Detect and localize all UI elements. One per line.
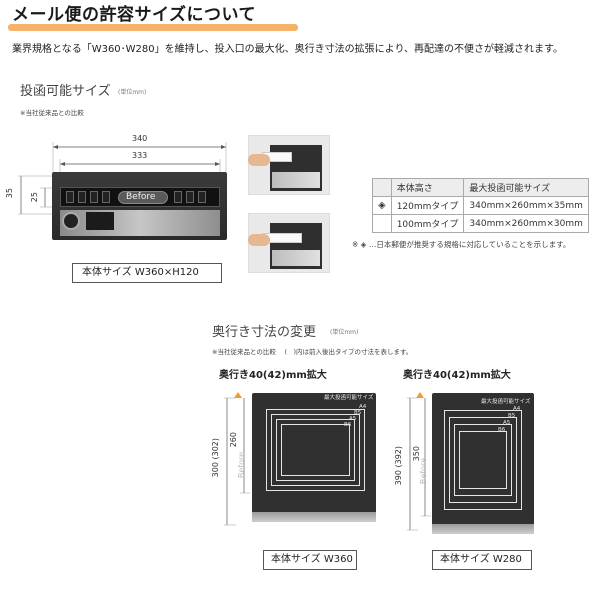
intro-text: 業界規格となる「W360･W280」を維持し、投入口の最大化、奥行き寸法の拡張に… bbox=[12, 44, 564, 55]
depth-dim-outer: 300 (302) bbox=[211, 438, 220, 478]
dim-height-inner: 25 bbox=[30, 192, 39, 203]
table-cell-size: 340mm×260mm×30mm bbox=[463, 214, 589, 233]
section1-unit: (単位mm) bbox=[118, 89, 147, 96]
table-note-text: …日本郵便が推奨する規格に対応していることを示します。 bbox=[368, 240, 571, 249]
size-label: A5 bbox=[349, 416, 357, 422]
mail-envelope-icon: ◈ bbox=[372, 196, 392, 215]
size-label: B6 bbox=[344, 422, 352, 428]
dim-height: 35 bbox=[5, 188, 14, 199]
outline-b6 bbox=[459, 431, 507, 489]
photo-drawer bbox=[272, 250, 320, 266]
cabinet-w360 bbox=[252, 393, 376, 513]
slot-vent bbox=[198, 191, 206, 203]
section1-heading: 投函可能サイズ bbox=[20, 84, 111, 99]
dial-lock-icon bbox=[62, 212, 80, 230]
table-cell-type: 100mmタイプ bbox=[390, 214, 465, 233]
before-label: Before bbox=[237, 452, 246, 479]
size-label: B5 bbox=[508, 413, 516, 419]
before-label: Before bbox=[126, 192, 156, 202]
slot-vent bbox=[78, 191, 86, 203]
depth-label-left: 奥行き40(42)mm拡大 bbox=[219, 370, 327, 381]
outline-a5 bbox=[276, 419, 355, 481]
table-header-height: 本体高さ bbox=[390, 178, 465, 197]
dim-outer-width: 340 bbox=[132, 134, 148, 143]
door-window bbox=[86, 212, 114, 230]
section1-note: ※当社従来品との比較 bbox=[20, 109, 84, 117]
slot-vent bbox=[102, 191, 110, 203]
caption-box bbox=[263, 550, 357, 570]
table-header-size: 最大投函可能サイズ bbox=[463, 178, 589, 197]
before-label: Before bbox=[419, 458, 428, 485]
depth-dim-outer: 390 (392) bbox=[394, 446, 403, 486]
section2-heading: 奥行き寸法の変更 bbox=[212, 325, 317, 340]
slot-vent bbox=[66, 191, 74, 203]
table-note-mark: ※ bbox=[352, 240, 359, 249]
slot-vent bbox=[90, 191, 98, 203]
mail-envelope-icon: ◈ bbox=[358, 240, 369, 249]
body-size-caption: 本体サイズ W360 bbox=[271, 554, 353, 565]
table-cell-icon-empty bbox=[372, 214, 392, 233]
hand-icon bbox=[248, 234, 270, 246]
depth-label-right: 奥行き40(42)mm拡大 bbox=[403, 370, 511, 381]
table-cell-size: 340mm×260mm×35mm bbox=[463, 196, 589, 215]
max-size-label: 最大投函可能サイズ bbox=[324, 395, 374, 401]
depth-dim-inner: 260 bbox=[229, 432, 238, 448]
caption-box bbox=[432, 550, 532, 570]
photo-drawer bbox=[272, 172, 320, 188]
outline-a5 bbox=[454, 424, 512, 496]
title-underline bbox=[8, 24, 298, 31]
door-panel bbox=[60, 210, 220, 236]
before-badge bbox=[118, 191, 168, 204]
max-size-label: 最大投函可能サイズ bbox=[481, 399, 531, 405]
table-note: ※ ◈ …日本郵便が推奨する規格に対応していることを示します。 bbox=[352, 241, 570, 249]
outline-a4 bbox=[444, 410, 522, 510]
body-size-caption: 本体サイズ W360×H120 bbox=[82, 267, 199, 278]
section2-unit: (単位mm) bbox=[330, 329, 359, 336]
hand-icon bbox=[248, 154, 270, 166]
table-row: 100mmタイプ 340mm×260mm×30mm bbox=[372, 214, 589, 233]
outline-b6 bbox=[281, 424, 350, 476]
table-cell-type: 120mmタイプ bbox=[390, 196, 465, 215]
slot-vent bbox=[186, 191, 194, 203]
page-title: メール便の許容サイズについて bbox=[12, 5, 256, 25]
section2-note: ※当社従来品との比較 ( )内は前入後出タイプの寸法を表します。 bbox=[212, 348, 413, 356]
slot-vent bbox=[174, 191, 182, 203]
arrow-up-icon bbox=[234, 392, 242, 398]
outline-a4 bbox=[266, 409, 365, 491]
size-label: A4 bbox=[513, 406, 521, 412]
spec-table: 本体高さ 最大投函可能サイズ ◈ 120mmタイプ 340mm×260mm×35… bbox=[372, 178, 589, 233]
size-label: A4 bbox=[359, 404, 367, 410]
caption-box bbox=[72, 263, 222, 283]
size-label: B6 bbox=[498, 427, 506, 433]
cabinet-plinth bbox=[252, 512, 376, 522]
table-row: ◈ 120mmタイプ 340mm×260mm×35mm bbox=[372, 196, 589, 215]
cabinet-plinth bbox=[432, 524, 534, 534]
outline-b5 bbox=[449, 417, 517, 503]
size-label: B5 bbox=[354, 410, 362, 416]
table-header-blank bbox=[372, 178, 392, 197]
size-label: A5 bbox=[503, 420, 511, 426]
outline-b5 bbox=[271, 414, 360, 486]
body-size-caption: 本体サイズ W280 bbox=[440, 554, 522, 565]
dim-inner-width: 333 bbox=[132, 151, 148, 160]
arrow-up-icon bbox=[416, 392, 424, 398]
